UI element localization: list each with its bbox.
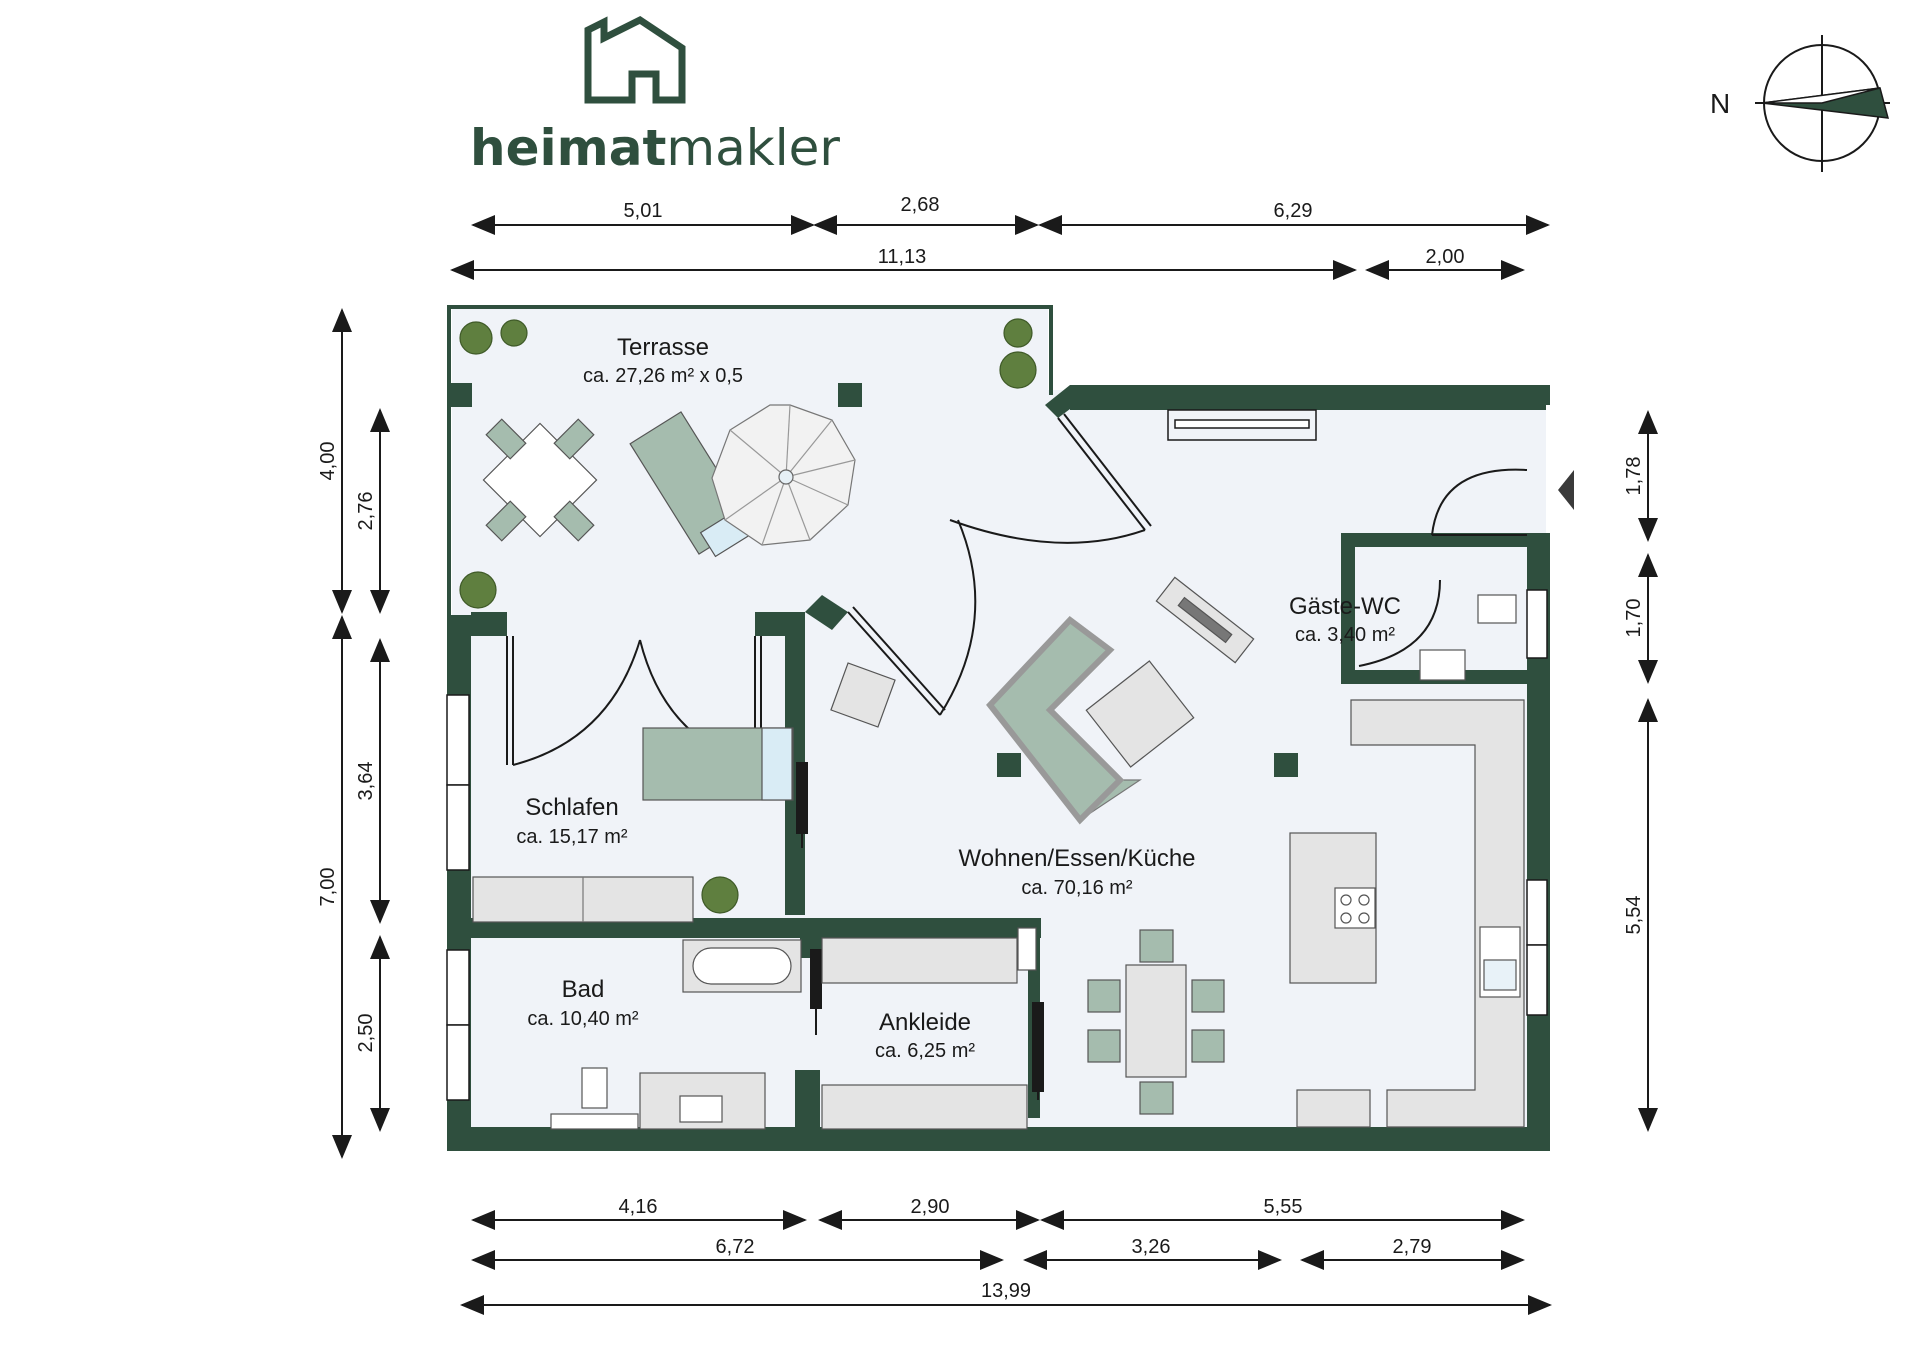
- bath-toilet-icon: [581, 1067, 608, 1109]
- terrace-table-icon: [482, 418, 598, 542]
- room-area-terrasse: ca. 27,26 m² x 0,5: [583, 365, 743, 387]
- room-name-schlafen: Schlafen: [525, 794, 618, 821]
- dim-right-3: 5,54: [1623, 896, 1645, 935]
- windows: [446, 409, 1548, 1101]
- dim-bottom-2: 2,90: [911, 1196, 950, 1218]
- dim-top-5: 2,00: [1426, 246, 1465, 268]
- closet-top-icon: [821, 937, 1018, 984]
- room-name-terrasse: Terrasse: [617, 334, 709, 361]
- dim-left-inner-1: 2,76: [355, 492, 377, 531]
- dim-bottom-6: 2,79: [1393, 1236, 1432, 1258]
- dim-left-outer-1: 4,00: [317, 442, 339, 481]
- room-name-wohnen: Wohnen/Essen/Küche: [958, 845, 1195, 872]
- room-area-gaeste-wc: ca. 3,40 m²: [1295, 624, 1395, 646]
- room-area-wohnen: ca. 70,16 m²: [1021, 877, 1133, 899]
- brand-name-regular: makler: [666, 119, 840, 177]
- house-icon: [584, 15, 686, 104]
- dim-top-3: 6,29: [1274, 200, 1313, 222]
- dim-bottom-3: 5,55: [1264, 1196, 1303, 1218]
- room-area-schlafen: ca. 15,17 m²: [516, 826, 628, 848]
- dim-bottom-5: 3,26: [1132, 1236, 1171, 1258]
- dim-left-inner-2: 3,64: [355, 762, 377, 801]
- parasol-icon: [711, 404, 856, 546]
- room-area-ankleide: ca. 6,25 m²: [875, 1040, 975, 1062]
- cooktop-icon: [1334, 887, 1376, 929]
- closet-bottom-icon: [821, 1084, 1028, 1130]
- room-name-gaeste-wc: Gäste-WC: [1289, 593, 1401, 620]
- brand-logo: heimatmakler: [470, 15, 840, 177]
- dim-top-2: 2,68: [901, 194, 940, 216]
- compass-rose-icon: N: [1710, 35, 1890, 172]
- bathtub-icon: [682, 939, 802, 993]
- north-label: N: [1710, 88, 1730, 119]
- doors: [506, 413, 1574, 1100]
- room-name-bad: Bad: [562, 976, 605, 1003]
- dining-table-icon: [1087, 929, 1225, 1115]
- dim-top-1: 5,01: [624, 200, 663, 222]
- dim-bottom-4: 6,72: [716, 1236, 755, 1258]
- plant-icon: [459, 318, 1037, 914]
- sofa-icon: [986, 615, 1142, 825]
- dim-right-1: 1,78: [1623, 457, 1645, 496]
- bed-icon: [642, 727, 794, 801]
- side-table-icon: [830, 662, 896, 728]
- dim-bottom-7: 13,99: [981, 1280, 1031, 1302]
- room-area-bad: ca. 10,40 m²: [527, 1008, 639, 1030]
- furniture: [459, 318, 1525, 1130]
- dim-top-4: 11,13: [878, 246, 927, 268]
- dim-right-2: 1,70: [1623, 599, 1645, 638]
- svg-text:heimatmakler: heimatmakler: [470, 119, 840, 177]
- dimension-lines: [332, 215, 1658, 1315]
- toilet-icon: [1477, 594, 1517, 624]
- wc-sink-icon: [1419, 649, 1466, 681]
- dim-bottom-1: 4,16: [619, 1196, 658, 1218]
- room-labels: Terrasse ca. 27,26 m² x 0,5 Schlafen ca.…: [516, 334, 1401, 1062]
- kitchen-counter-icon: [1296, 699, 1525, 1128]
- brand-name-bold: heimat: [470, 119, 666, 177]
- dim-left-inner-3: 2,50: [355, 1014, 377, 1053]
- dim-left-outer-2: 7,00: [317, 868, 339, 907]
- coffee-table-icon: [1085, 660, 1195, 768]
- dimension-labels: 5,01 2,68 6,29 11,13 2,00 4,00 7,00 2,76…: [317, 194, 1645, 1302]
- room-name-ankleide: Ankleide: [879, 1009, 971, 1036]
